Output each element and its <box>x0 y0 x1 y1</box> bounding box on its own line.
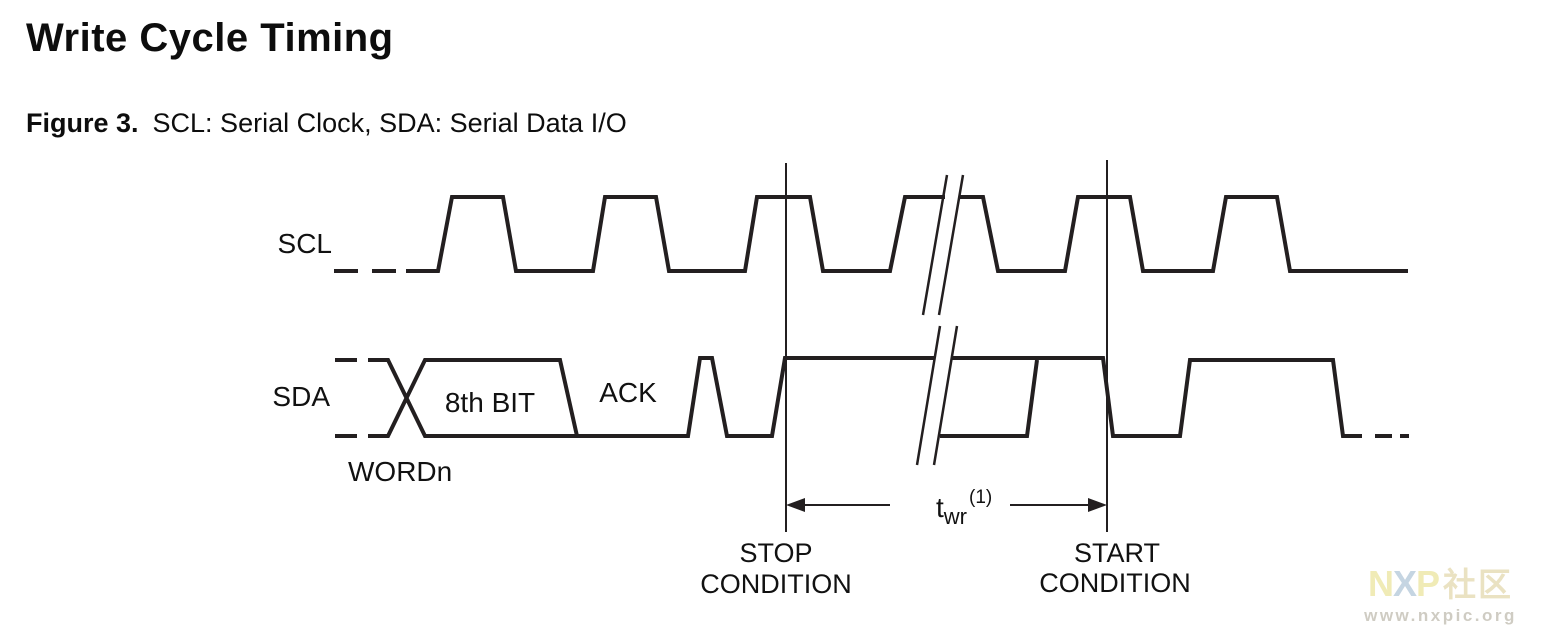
watermark-logo-suffix: 社区 <box>1443 566 1514 603</box>
sda-dashes <box>335 358 1409 438</box>
stop-condition-line2: CONDITION <box>700 569 852 599</box>
sda-waveform <box>368 356 1362 438</box>
start-condition-line2: CONDITION <box>1039 568 1191 598</box>
figure-number-label: Figure 3. <box>26 108 139 138</box>
8th-bit-label: 8th BIT <box>445 387 535 418</box>
stop-condition-line1: STOP <box>739 538 812 568</box>
time-break-slashes-icon <box>915 174 965 466</box>
wordn-label: WORDn <box>348 456 452 487</box>
page-title: Write Cycle Timing <box>26 16 394 60</box>
arrow-right-icon <box>1088 498 1107 512</box>
watermark-logo-p: P <box>1416 563 1440 604</box>
sda-signal-label: SDA <box>272 381 330 412</box>
scl-signal-label: SCL <box>278 228 332 259</box>
watermark-url: www.nxpic.org <box>1364 606 1517 625</box>
twr-annotation: twr(1) <box>936 487 992 529</box>
figure-caption: Figure 3. SCL: Serial Clock, SDA: Serial … <box>26 108 627 139</box>
ack-label: ACK <box>599 377 657 408</box>
watermark-logo-n: N <box>1367 563 1394 604</box>
twr-superscript: (1) <box>969 487 992 508</box>
scl-waveform <box>406 195 1408 273</box>
condition-reference-lines <box>785 160 1108 532</box>
watermark-logo-x: X <box>1392 563 1417 604</box>
twr-subscript: wr <box>943 504 967 529</box>
arrow-left-icon <box>786 498 805 512</box>
figure-caption-text: SCL: Serial Clock, SDA: Serial Data I/O <box>152 108 627 138</box>
twr-base: t <box>936 492 944 523</box>
start-condition-line1: START <box>1074 538 1160 568</box>
